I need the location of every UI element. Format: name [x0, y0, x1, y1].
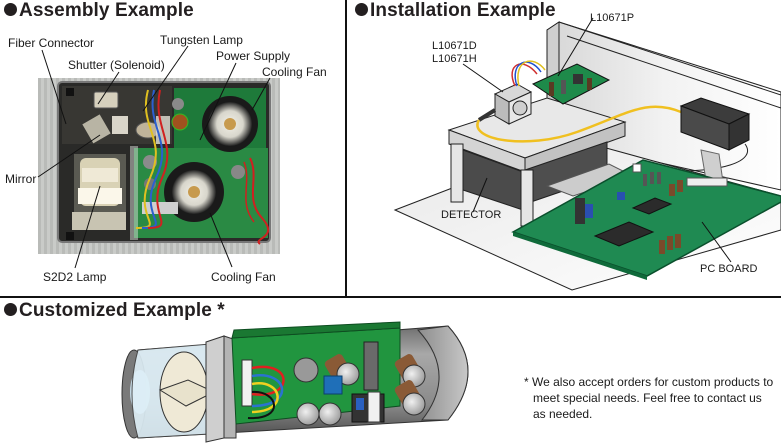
- pc-board-chip-large: [593, 221, 655, 247]
- label-tungsten-lamp: Tungsten Lamp: [160, 33, 243, 47]
- capacitors: [296, 354, 426, 426]
- label-s2d2-lamp: S2D2 Lamp: [43, 270, 107, 284]
- label-power-supply: Power Supply: [216, 49, 291, 63]
- customized-illustration: [121, 321, 469, 443]
- optical-fiber: [476, 105, 682, 143]
- mount-flange: [205, 335, 225, 443]
- pin-header: [363, 341, 379, 391]
- note-line-2: meet special needs. Feel free to contact…: [533, 391, 762, 405]
- note-line-1: * We also accept orders for custom produ…: [524, 375, 774, 389]
- customized-example-heading: Customized Example *: [4, 300, 225, 322]
- custom-order-note: * We also accept orders for custom produ…: [524, 374, 781, 422]
- label-l10671h: L10671H: [432, 53, 477, 65]
- assembly-example-heading: Assembly Example: [4, 0, 194, 22]
- label-cooling-fan-bottom: Cooling Fan: [211, 270, 276, 284]
- trimmer-pot: [323, 375, 343, 395]
- bullet-icon: [355, 3, 368, 16]
- label-l10671p: L10671P: [590, 12, 635, 24]
- section-divider-horizontal: [0, 296, 781, 298]
- label-mirror: Mirror: [5, 172, 37, 186]
- mirror-block: [82, 114, 111, 144]
- label-detector: DETECTOR: [441, 209, 502, 221]
- power-supply-coil: [171, 113, 189, 131]
- label-cooling-fan-top: Cooling Fan: [262, 65, 327, 79]
- bullet-icon: [4, 3, 17, 16]
- pc-board: [511, 159, 781, 277]
- section-divider-vertical: [345, 0, 347, 297]
- label-fiber-connector: Fiber Connector: [8, 36, 95, 50]
- assembly-leader-lines: [37, 45, 271, 269]
- assembly-photo: [38, 78, 280, 254]
- installation-illustration: [393, 17, 781, 291]
- label-l10671d: L10671D: [432, 40, 477, 52]
- label-pc-board: PC BOARD: [700, 263, 758, 275]
- bullet-icon: [4, 303, 17, 316]
- note-line-3: as needed.: [533, 407, 593, 421]
- installation-example-heading: Installation Example: [355, 0, 556, 22]
- label-shutter: Shutter (Solenoid): [68, 58, 165, 72]
